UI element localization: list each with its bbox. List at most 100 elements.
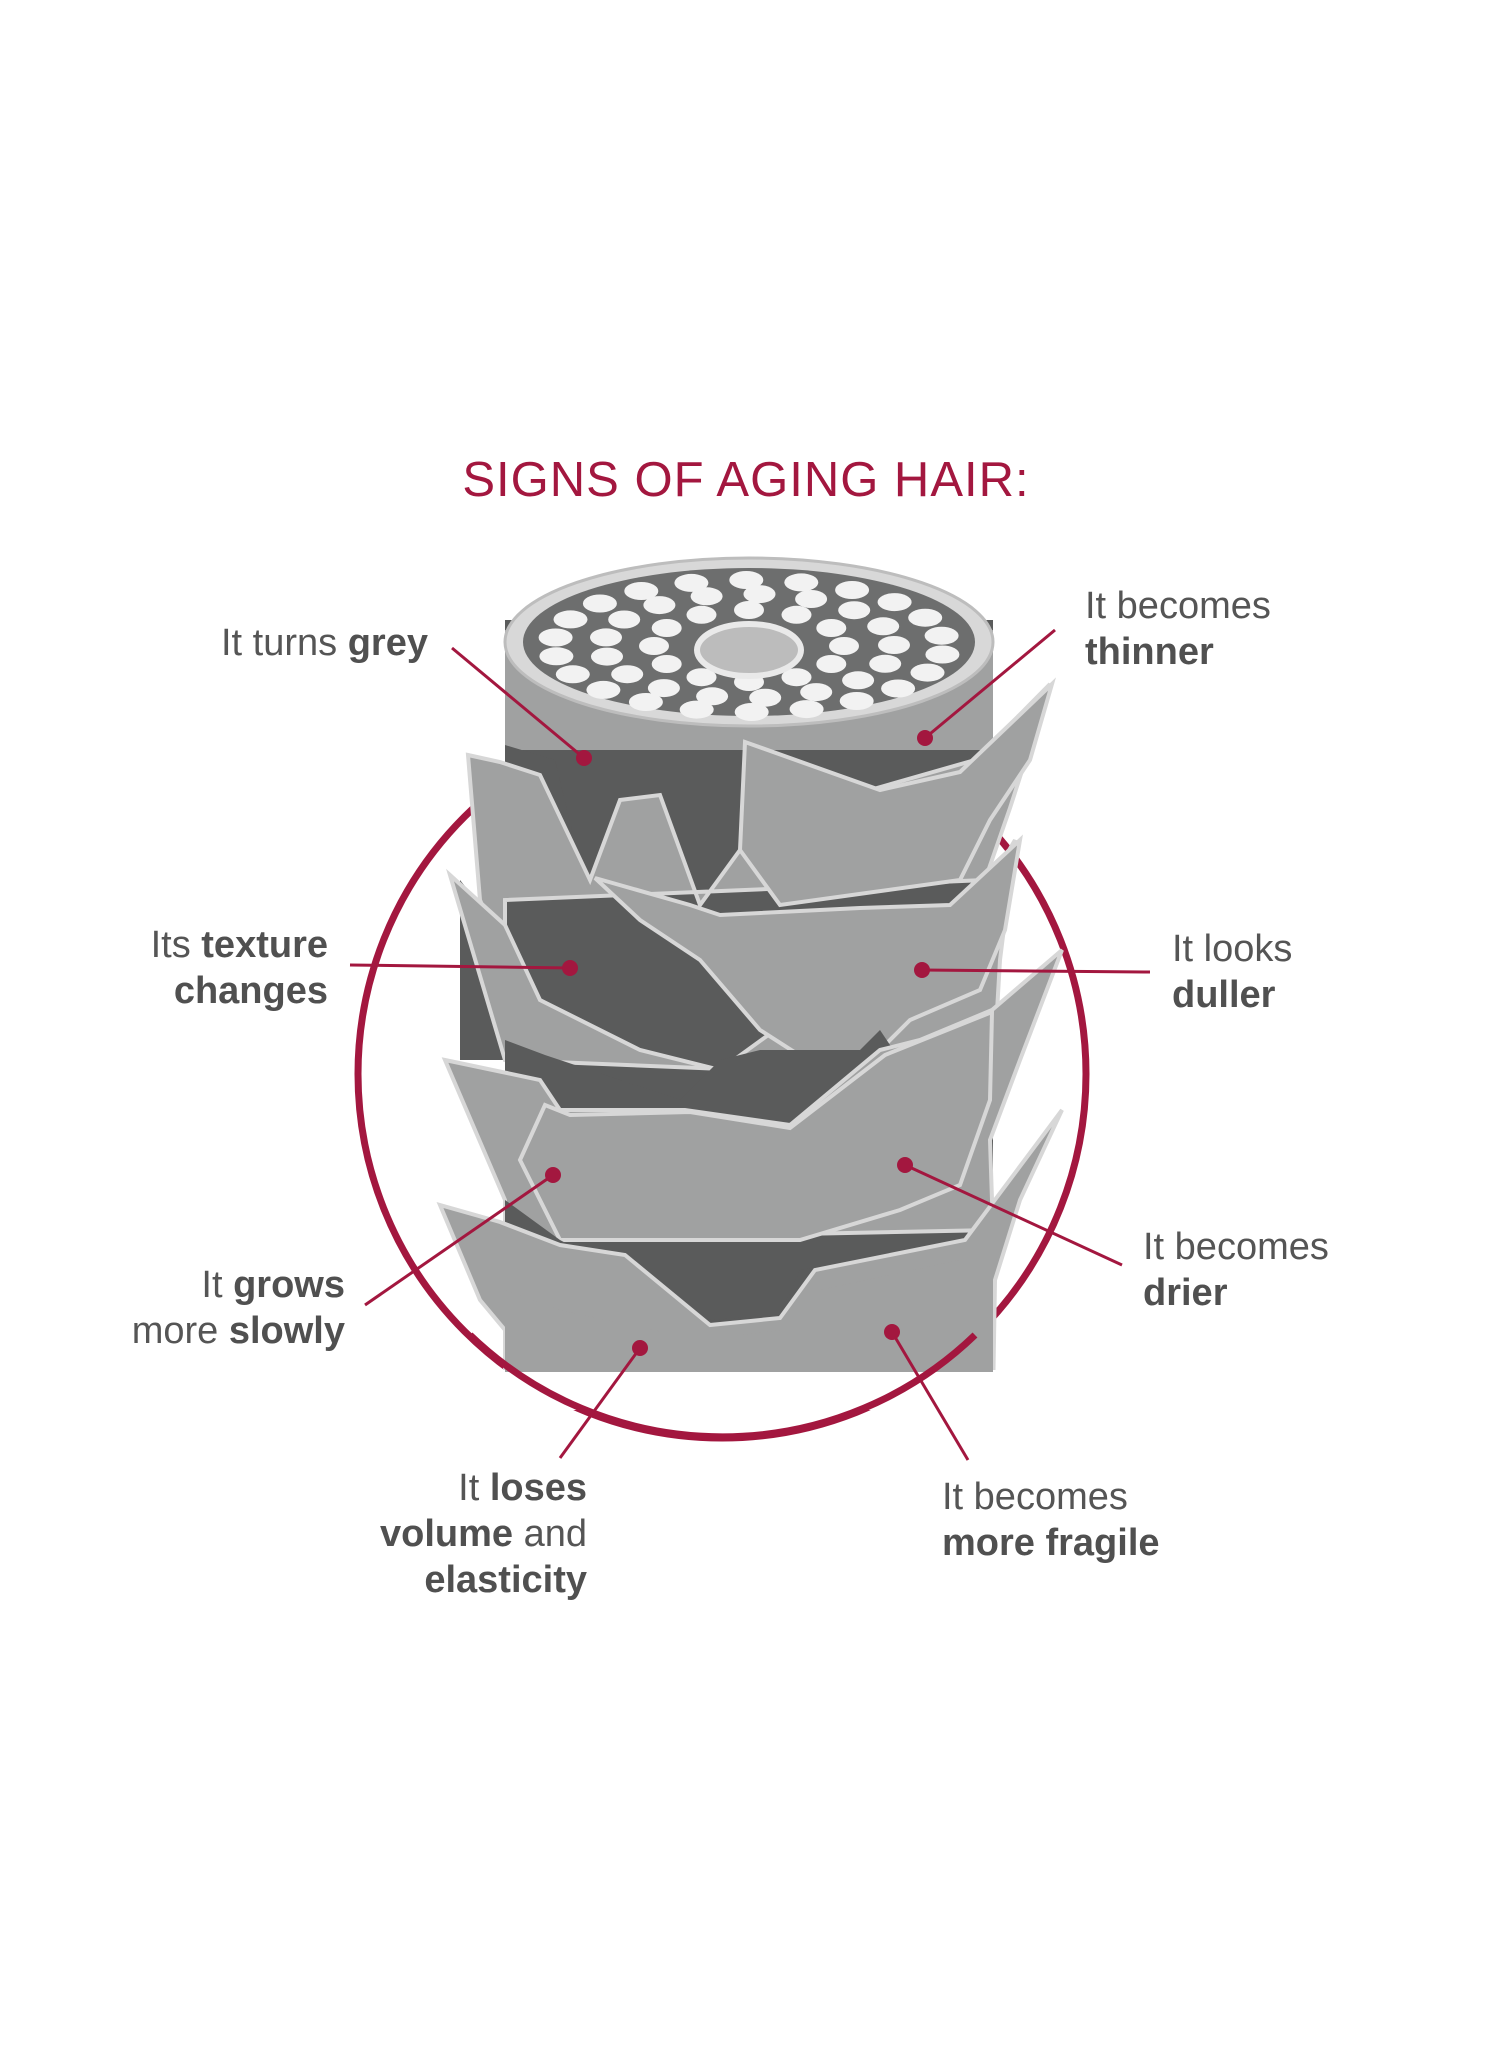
marker-dot-drier — [897, 1157, 913, 1173]
cortex-cell — [553, 610, 588, 629]
cortex-cell — [877, 593, 912, 612]
cortex-cell — [591, 647, 623, 666]
cortex-cell — [781, 668, 812, 687]
cortex-cell — [586, 680, 621, 699]
cortex-cell — [869, 654, 902, 673]
cortex-cell — [690, 587, 723, 606]
cortex-cell — [867, 617, 900, 636]
label-text: It looks — [1172, 928, 1293, 970]
cortex-cell — [781, 605, 812, 624]
label-text: It becomes — [1085, 585, 1271, 627]
label-emphasis: volume — [379, 1513, 514, 1555]
cortex-cell — [829, 637, 859, 655]
marker-dot-thinner — [917, 730, 933, 746]
leader-line-drier — [904, 1163, 1123, 1267]
cortex-cell — [881, 679, 916, 698]
label-emphasis: drier — [1143, 1272, 1228, 1314]
cortex-cell — [749, 688, 782, 707]
cortex-cell — [538, 628, 573, 647]
cortex-cell — [539, 647, 574, 666]
label-text: It — [458, 1467, 490, 1509]
marker-dot-volume — [632, 1340, 648, 1356]
cortex-cell — [686, 605, 717, 624]
cortex-cell — [800, 683, 833, 702]
label-text: and — [513, 1513, 587, 1555]
leader-line-texture — [349, 963, 571, 970]
label-text: Its — [150, 924, 202, 966]
cortex-cell — [878, 636, 910, 654]
cortex-cell — [651, 619, 682, 637]
marker-dot-slowly — [545, 1167, 561, 1183]
leader-line-duller — [921, 968, 1151, 974]
label-slowly: It grows more slowly — [80, 1262, 345, 1354]
cortex-cell — [734, 703, 769, 721]
label-text: It becomes — [1143, 1226, 1329, 1268]
cortex-cell — [838, 601, 871, 620]
label-grey: It turns grey — [170, 620, 428, 666]
cortex-cell — [628, 693, 663, 711]
cortex-cell — [647, 679, 680, 698]
marker-dot-fragile — [884, 1324, 900, 1340]
cortex-cell — [651, 655, 682, 673]
cortex-cell — [611, 665, 644, 684]
label-emphasis: more fragile — [942, 1522, 1160, 1564]
label-text: more — [131, 1310, 229, 1352]
hair-cross-section — [503, 556, 995, 750]
label-fragile: It becomes more fragile — [942, 1474, 1160, 1566]
cortex-cell — [679, 700, 714, 719]
label-emphasis: slowly — [228, 1310, 345, 1352]
cortex-cell — [686, 668, 717, 687]
label-emphasis: texture — [201, 924, 328, 966]
leader-line-slowly — [364, 1173, 554, 1307]
label-emphasis: changes — [173, 970, 328, 1012]
cortex-cell — [835, 581, 870, 599]
label-emphasis: elasticity — [424, 1559, 587, 1601]
label-volume: It loses volume and elasticity — [300, 1465, 587, 1603]
label-emphasis: grey — [347, 622, 428, 664]
page-title: SIGNS OF AGING HAIR: — [462, 453, 1030, 507]
cortex-cell — [696, 687, 729, 706]
cortex-cell — [784, 573, 819, 592]
cortex-cell — [816, 619, 847, 637]
cortex-cell — [674, 573, 709, 592]
cortex-cell — [555, 665, 590, 684]
label-drier: It becomes drier — [1143, 1224, 1329, 1316]
label-text: It turns — [221, 622, 348, 664]
cortex-cell — [608, 610, 641, 629]
label-duller: It looks duller — [1172, 926, 1292, 1018]
label-text: It becomes — [942, 1476, 1128, 1518]
marker-dot-grey — [576, 750, 592, 766]
cortex-cell — [582, 594, 617, 613]
cortex-cell — [734, 601, 764, 619]
cortex-cell — [842, 671, 875, 690]
cortex-cell — [643, 596, 676, 615]
cortex-cell — [910, 663, 945, 682]
marker-dot-texture — [562, 960, 578, 976]
cortex-cell — [729, 571, 764, 589]
cortex-cell — [639, 637, 669, 655]
leader-line-grey — [451, 646, 585, 760]
leader-line-volume — [558, 1347, 642, 1459]
label-emphasis: grows — [233, 1264, 345, 1306]
cortex-cell — [924, 626, 959, 645]
label-texture: Its texture changes — [80, 922, 328, 1014]
cuticle-scale — [737, 677, 1056, 908]
label-emphasis: loses — [489, 1467, 587, 1509]
cortex-cell — [590, 628, 622, 647]
cuticle-scale — [593, 834, 1023, 1065]
label-emphasis: thinner — [1085, 631, 1214, 673]
shaft-bottom — [505, 1335, 993, 1372]
cortex-cell — [925, 645, 960, 664]
cortex-cell — [624, 582, 659, 600]
cortex-cells — [538, 571, 960, 721]
cortex-cell — [839, 692, 874, 710]
cortex-cell — [789, 700, 824, 719]
leader-line-thinner — [924, 628, 1056, 740]
cortex-cell — [795, 590, 828, 608]
cortex-cell — [743, 585, 776, 604]
cortex-cell — [816, 655, 847, 673]
label-thinner: It becomes thinner — [1085, 583, 1271, 675]
cortex-cell — [908, 608, 943, 627]
leader-lines — [349, 628, 1151, 1461]
